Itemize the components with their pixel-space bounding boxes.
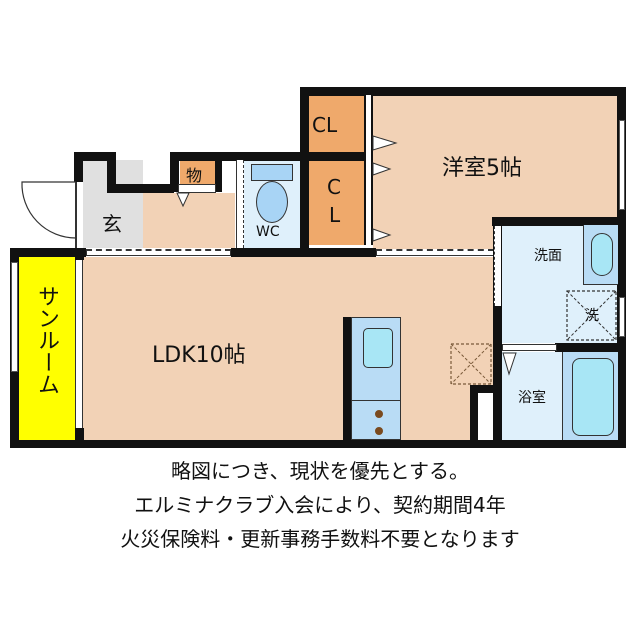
wall [470,385,495,393]
entrance-label: 玄 [102,212,122,236]
wall [170,152,179,192]
ldk-label: LDK10帖 [152,343,246,368]
wall [493,217,502,447]
bath-door [502,344,557,351]
closet-top [308,95,364,153]
toilet-door-frame [236,160,244,248]
wall [75,248,84,260]
sliding-door [86,249,231,256]
fridge-space-icon [450,343,492,385]
sunroom-label: サンルーム [34,285,59,395]
closet-edge [364,95,373,245]
note-line-1: 略図につき、現状を優先とする。 [171,459,469,483]
door-arrow-icon [502,352,517,376]
wall [74,152,116,161]
ldk [83,257,493,440]
wall [300,87,309,257]
storage-door [178,184,216,193]
floor-plan: CL C L 洋室5帖 物 玄 WC LDK10帖 サンルーム 洗面 洗 浴室 [10,87,626,448]
washroom-door [494,226,501,306]
wall [10,440,626,448]
washer-space-icon [566,290,617,341]
sunroom-inner-wall [75,257,83,440]
closet-mid-label-l: L [329,203,341,227]
door-arrow-icon [372,135,398,151]
wall [10,248,86,257]
storage [180,160,215,186]
washroom-label: 洗面 [534,248,562,264]
hallway [143,193,235,248]
wall [470,385,478,445]
wall [343,317,352,440]
kitchen-divider [351,400,401,401]
sunroom [19,257,75,440]
washroom-window [619,297,625,337]
note-line-2: エルミナクラブ入会により、契約期間4年 [134,493,506,517]
wall [231,248,376,257]
door-arrow-icon [372,228,392,242]
bathtub-icon [572,358,614,436]
toilet-label: WC [256,224,280,240]
wall [75,428,84,442]
note-line-3: 火災保険料・更新事務手数料不要となります [120,527,520,551]
entry-door-swing-icon [21,181,77,248]
stove-burner-icon [375,410,383,418]
wall [215,152,222,192]
sliding-door [376,249,494,256]
wall [300,87,626,96]
door-arrow-icon [176,192,190,208]
wall [107,184,174,193]
ldk-notch [473,390,495,440]
closet-top-label: CL [312,113,338,137]
toilet-tank [251,164,293,181]
wall [74,152,83,182]
washer-label: 洗 [585,308,599,324]
closet-mid-label-c: C [327,175,341,199]
bathroom-label: 浴室 [518,390,546,406]
western-window [619,120,625,210]
toilet-bowl-icon [256,181,288,223]
door-arrow-icon [372,162,392,176]
wall [617,87,626,447]
stove-burner-icon [375,427,383,435]
wall [107,152,116,192]
storage-label: 物 [186,166,203,185]
wall [170,152,310,161]
closet-mid [308,161,364,245]
western-room-label: 洋室5帖 [442,156,522,181]
wall [555,343,621,352]
sunroom-window [11,262,18,372]
kitchen-sink-icon [363,328,393,368]
vanity-sink-icon [591,233,613,276]
wall [492,217,622,226]
